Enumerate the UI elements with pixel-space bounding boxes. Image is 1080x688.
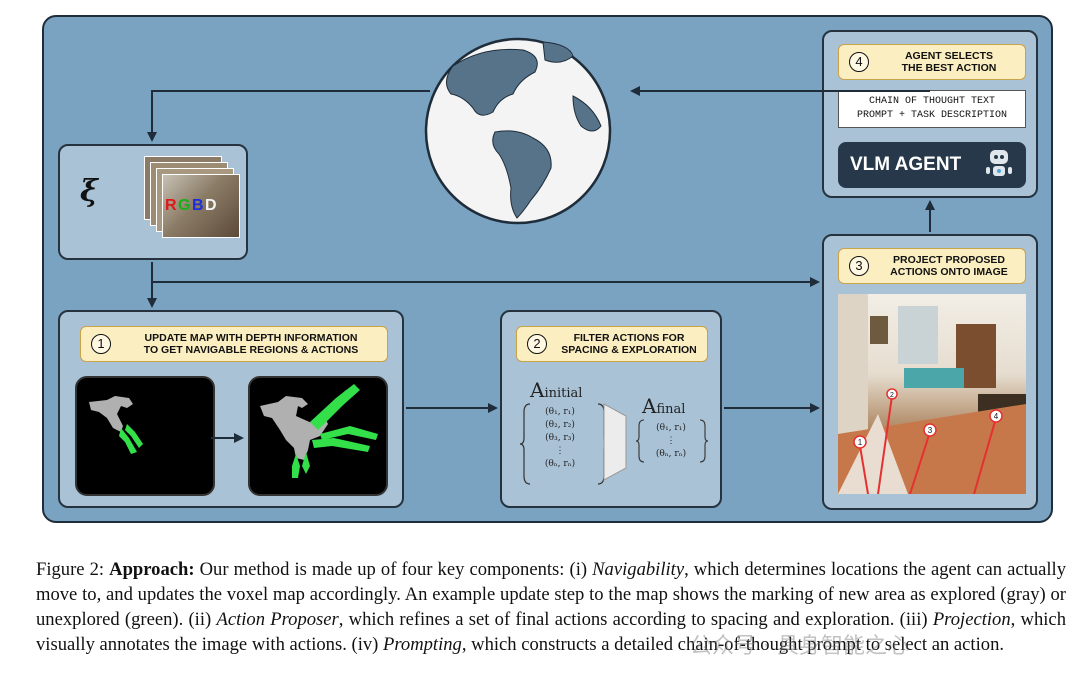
svg-text:1: 1 xyxy=(858,438,863,447)
step3-title-line1: PROJECT PROPOSED xyxy=(892,253,1006,266)
map-before xyxy=(75,376,215,496)
step2-title-line2: SPACING & EXPLORATION xyxy=(561,344,697,356)
filter-funnel xyxy=(603,403,627,481)
svg-text:4: 4 xyxy=(994,412,999,421)
rgbd-d: D xyxy=(205,197,217,214)
step2-action-proposer-panel: 2 FILTER ACTIONS FOR SPACING & EXPLORATI… xyxy=(500,310,722,508)
a-initial-label: Ainitial xyxy=(530,378,583,402)
room-scene: 1 2 3 4 xyxy=(838,294,1026,494)
robot-icon xyxy=(986,150,1012,176)
map-after-shape xyxy=(260,384,378,478)
step3-label: 3 PROJECT PROPOSED ACTIONS ONTO IMAGE xyxy=(838,248,1026,284)
step1-title-line1: UPDATE MAP WITH DEPTH INFORMATION xyxy=(144,331,358,344)
chain-of-thought-prompt: CHAIN OF THOUGHT TEXT PROMPT + TASK DESC… xyxy=(838,90,1026,128)
step2-title-line1: FILTER ACTIONS FOR xyxy=(573,331,685,344)
vlm-agent-label: VLM AGENT xyxy=(850,154,962,175)
annotated-room-image: 1 2 3 4 xyxy=(838,294,1026,494)
action-marker-2: 2 xyxy=(886,388,898,400)
rgbd-frame-stack: R G B D xyxy=(138,156,240,248)
map-before-shape xyxy=(89,396,143,454)
step3-projection-panel: 3 PROJECT PROPOSED ACTIONS ONTO IMAGE 1 xyxy=(822,234,1038,510)
step1-navigability-panel: 1 UPDATE MAP WITH DEPTH INFORMATION TO G… xyxy=(58,310,404,508)
step1-title-line2: TO GET NAVIGABLE REGIONS & ACTIONS xyxy=(143,344,359,356)
action-marker-1: 1 xyxy=(853,435,867,449)
a-initial-set: (θ₁, r₁) (θ₂, r₂) (θ₃, r₃) ⋮ (θₙ, rₙ) xyxy=(544,407,576,469)
step1-label: 1 UPDATE MAP WITH DEPTH INFORMATION TO G… xyxy=(80,326,388,362)
step4-prompting-panel: 4 AGENT SELECTS THE BEST ACTION CHAIN OF… xyxy=(822,30,1038,198)
sensor-input-panel: ξ R G B D xyxy=(58,144,248,260)
step3-title-line2: ACTIONS ONTO IMAGE xyxy=(890,266,1008,278)
prompt-line1: CHAIN OF THOUGHT TEXT xyxy=(868,96,996,107)
map-after xyxy=(248,376,388,496)
step4-title-line1: AGENT SELECTS xyxy=(904,49,994,62)
figure-caption: Figure 2: Approach: Our method is made u… xyxy=(36,559,1067,655)
xi-symbol: ξ xyxy=(80,174,98,209)
a-final-label: Afinal xyxy=(642,394,686,418)
step4-label: 4 AGENT SELECTS THE BEST ACTION xyxy=(838,44,1026,80)
a-initial-braces xyxy=(520,403,609,485)
vlm-agent: VLM AGENT xyxy=(838,142,1026,188)
rgbd-b: B xyxy=(192,197,204,214)
step1-number: 1 xyxy=(91,334,111,354)
rgbd-r: R xyxy=(165,197,177,214)
action-marker-3: 3 xyxy=(923,423,937,437)
a-final-set: (θ₁, r₁) ⋮ (θₙ, rₙ) xyxy=(655,423,687,459)
action-marker-4: 4 xyxy=(989,409,1003,423)
prompt-line2: PROMPT + TASK DESCRIPTION xyxy=(856,110,1008,121)
svg-text:3: 3 xyxy=(928,426,933,435)
step3-number: 3 xyxy=(849,256,869,276)
watermark: 公众号 · 具身智能之心 xyxy=(690,634,909,659)
step2-number: 2 xyxy=(527,334,547,354)
step4-title-line2: THE BEST ACTION xyxy=(901,62,997,74)
svg-text:2: 2 xyxy=(890,392,894,399)
step4-number: 4 xyxy=(849,52,869,72)
rgbd-g: G xyxy=(178,197,191,214)
globe-icon xyxy=(424,37,612,225)
a-final-braces xyxy=(636,419,708,463)
step2-label: 2 FILTER ACTIONS FOR SPACING & EXPLORATI… xyxy=(516,326,708,362)
